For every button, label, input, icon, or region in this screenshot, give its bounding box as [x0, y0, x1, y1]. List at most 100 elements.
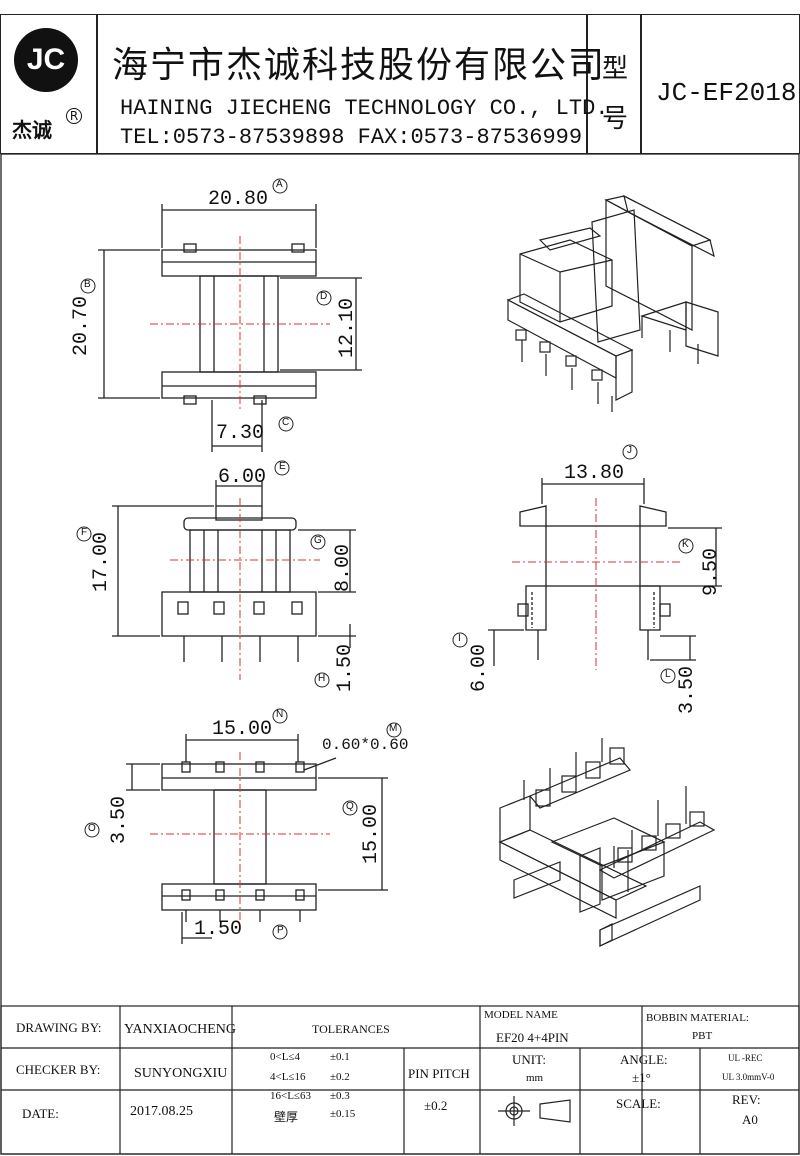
marker-i: I — [458, 633, 461, 644]
tol-value-3: ±0.3 — [330, 1090, 350, 1102]
marker-p: P — [277, 925, 284, 936]
view-bottom-left — [126, 734, 388, 944]
marker-m: M — [389, 723, 398, 734]
marker-circle-q — [342, 800, 358, 816]
marker-e: E — [279, 461, 286, 472]
marker-k: K — [682, 539, 689, 550]
angle-value: ±1° — [632, 1070, 651, 1085]
flange-top — [161, 249, 317, 277]
rev-value: A0 — [742, 1112, 758, 1127]
marker-circle-l — [660, 668, 676, 684]
marker-circle-d — [316, 290, 332, 306]
pin-pitch-label: PIN PITCH — [408, 1066, 470, 1081]
title-block-grid — [0, 1005, 800, 1155]
marker-b: B — [84, 279, 91, 290]
header-divider-2 — [586, 14, 588, 154]
angle-label: ANGLE: — [620, 1052, 668, 1067]
header-divider-3 — [640, 14, 642, 154]
dim-g: 8.00 — [332, 543, 355, 592]
marker-o: O — [88, 823, 96, 834]
ul-line-1: UL -REC — [728, 1053, 763, 1063]
checker-by-value: SUNYONGXIU — [134, 1066, 228, 1081]
marker-j: J — [627, 445, 632, 456]
dim-o: 3.50 — [108, 795, 131, 844]
dim-q: 15.00 — [360, 803, 383, 864]
unit-label: UNIT: — [512, 1052, 547, 1067]
marker-f: F — [81, 527, 88, 538]
dim-n: 15.00 — [212, 718, 273, 741]
marker-circle-b — [80, 278, 96, 294]
marker-g: G — [314, 535, 322, 546]
marker-circle-p — [272, 924, 288, 940]
marker-circle-h — [314, 672, 330, 688]
dim-c: 7.30 — [216, 422, 265, 445]
logo-jc-text: JC — [14, 28, 78, 92]
marker-l: L — [665, 669, 671, 680]
dim-j: 13.80 — [564, 462, 625, 485]
view-iso-bottom-right — [498, 738, 716, 947]
marker-circle-n — [272, 708, 288, 724]
tol-range-2: 4<L≤16 — [270, 1071, 306, 1083]
marker-a: A — [276, 179, 283, 190]
marker-circle-f — [76, 526, 92, 542]
company-logo: JC 杰诚 R — [8, 22, 88, 150]
marker-circle-j — [622, 444, 638, 460]
dim-a: 20.80 — [208, 188, 269, 211]
view-top-left — [98, 204, 362, 452]
dim-k: 9.50 — [700, 547, 723, 596]
dim-p: 1.50 — [194, 918, 243, 941]
registered-mark: R — [66, 108, 82, 124]
ul-line-2: UL 3.0mmV-0 — [722, 1072, 775, 1082]
view-iso-top-right — [506, 194, 719, 412]
bobbin-material-value: PBT — [692, 1030, 713, 1042]
view-front-mid-left — [112, 480, 356, 680]
dim-l: 3.50 — [676, 665, 699, 714]
marker-q: Q — [346, 801, 354, 812]
marker-circle-k — [678, 538, 694, 554]
logo-cn-text: 杰诚 — [12, 118, 52, 142]
model-name-value: EF20 4+4PIN — [496, 1030, 569, 1045]
tol-value-1: ±0.1 — [330, 1051, 350, 1063]
company-contact: TEL:0573-87539898 FAX:0573-87536999 — [120, 125, 583, 150]
tolerances-label: TOLERANCES — [312, 1022, 390, 1036]
marker-circle-a — [272, 178, 288, 194]
marker-circle-o — [84, 822, 100, 838]
marker-circle-g — [310, 534, 326, 550]
marker-c: C — [282, 417, 290, 428]
model-name-label: MODEL NAME — [484, 1009, 558, 1021]
dim-i: 6.00 — [468, 643, 491, 692]
drawing-by-value: YANXIAOCHENG — [124, 1022, 236, 1037]
tol-range-4: 壁厚 — [274, 1110, 299, 1124]
company-name-en: HAINING JIECHENG TECHNOLOGY CO., LTD. — [120, 96, 609, 121]
view-side-mid-right — [488, 478, 722, 670]
dim-e: 6.00 — [218, 466, 267, 489]
marker-d: D — [320, 291, 328, 302]
marker-circle-c — [278, 416, 294, 432]
unit-value: mm — [526, 1072, 544, 1084]
tol-value-4: ±0.15 — [330, 1108, 356, 1120]
marker-circle-m — [386, 722, 402, 738]
dim-h: 1.50 — [334, 643, 357, 692]
header-divider-1 — [96, 14, 98, 154]
bobbin-material-label: BOBBIN MATERIAL: — [646, 1012, 749, 1024]
marker-n: N — [276, 709, 284, 720]
type-label-2: 号 — [602, 104, 629, 134]
drawing-by-label: DRAWING BY: — [16, 1020, 102, 1035]
dim-b: 20.70 — [70, 295, 93, 356]
dim-d: 12.10 — [336, 297, 359, 358]
rev-label: REV: — [732, 1092, 761, 1107]
flange-bottom — [161, 371, 317, 399]
type-label-1: 型 — [602, 54, 629, 84]
dim-f: 17.00 — [90, 531, 113, 592]
tol-range-3: 16<L≤63 — [270, 1090, 311, 1102]
marker-circle-i — [452, 632, 468, 648]
marker-circles — [76, 178, 694, 940]
model-number: JC-EF2018 — [656, 78, 797, 108]
date-value: 2017.08.25 — [130, 1104, 193, 1119]
scale-label: SCALE: — [616, 1096, 661, 1111]
pin-pitch-value: ±0.2 — [424, 1098, 448, 1113]
dim-m: 0.60*0.60 — [322, 736, 409, 754]
tol-range-1: 0<L≤4 — [270, 1051, 300, 1063]
marker-h: H — [318, 673, 326, 684]
